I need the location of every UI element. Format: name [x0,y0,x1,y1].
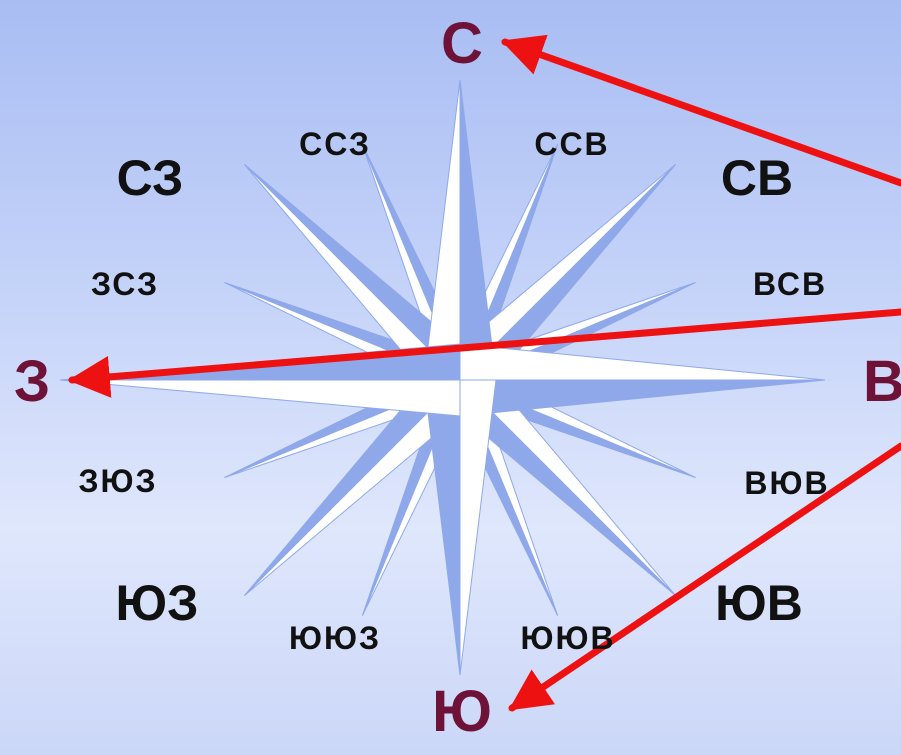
label-ssw: ЮЮЗ [288,620,382,656]
label-southwest: ЮЗ [115,575,199,631]
label-nnw: ССЗ [299,126,371,162]
label-north: С [441,11,483,76]
label-south: Ю [432,679,492,744]
label-sse: ЮЮВ [520,620,616,656]
star-ray-east [459,343,826,417]
star-ray-south [423,379,497,676]
red-arrows [67,34,901,712]
arrow-to-west [67,308,901,398]
star-ray-north [423,79,497,381]
label-ese: ВЮВ [744,465,830,501]
label-ene: ВСВ [752,266,828,302]
star-ray-intercardinal-0 [440,163,677,400]
label-southeast: ЮВ [715,575,803,631]
label-northwest: СЗ [116,150,184,206]
label-nne: ССВ [534,126,610,162]
star-ray-intercardinal-2 [243,360,480,597]
label-northeast: СВ [720,150,794,206]
arrow-to-north [501,34,901,187]
arrow-to-south [508,442,901,712]
compass-star-rays [59,79,826,676]
label-east: В [863,349,901,414]
label-west: З [13,349,51,414]
label-wsw: ЗЮЗ [78,463,158,499]
label-wnw: ЗСЗ [91,266,159,302]
